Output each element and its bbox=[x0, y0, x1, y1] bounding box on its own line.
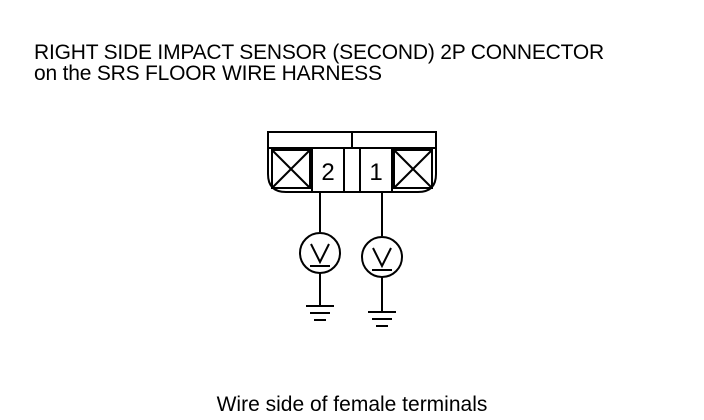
ground-icon bbox=[306, 305, 334, 321]
title-line-1: RIGHT SIDE IMPACT SENSOR (SECOND) 2P CON… bbox=[34, 41, 604, 64]
diagram-caption: Wire side of female terminals bbox=[216, 393, 488, 416]
diagram-title: RIGHT SIDE IMPACT SENSOR (SECOND) 2P CON… bbox=[34, 42, 604, 84]
blank-cavity-right bbox=[393, 149, 433, 189]
voltmeter-icon bbox=[299, 232, 341, 274]
pin-label-1: 1 bbox=[369, 159, 382, 186]
blank-cavity-left bbox=[271, 149, 311, 189]
title-line-2: on the SRS FLOOR WIRE HARNESS bbox=[34, 62, 382, 85]
connector-housing bbox=[267, 131, 437, 193]
voltmeter-icon bbox=[361, 236, 403, 278]
pin-label-2: 2 bbox=[321, 159, 334, 186]
ground-icon bbox=[368, 311, 396, 327]
